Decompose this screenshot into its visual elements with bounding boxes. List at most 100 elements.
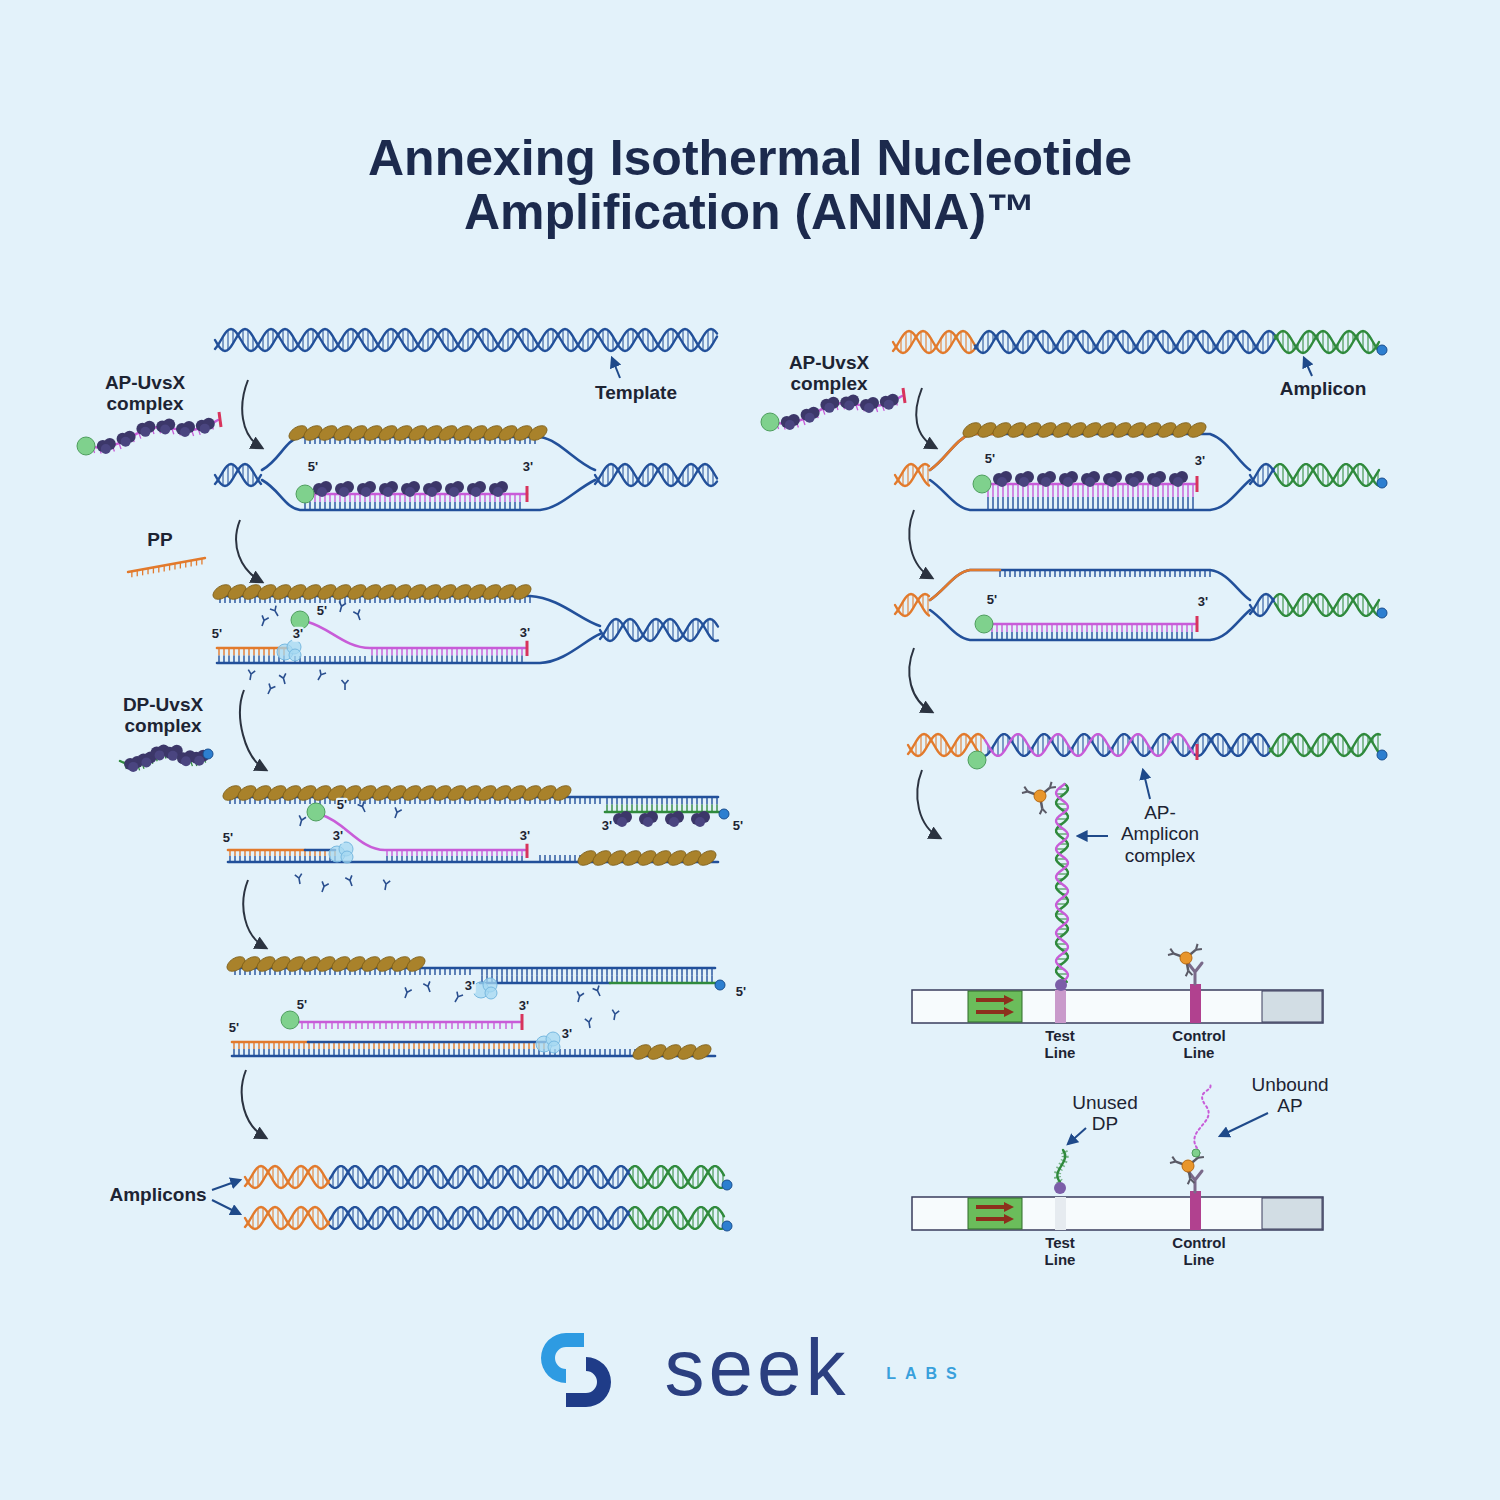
base-pair (652, 620, 653, 640)
base (1017, 497, 1018, 510)
base (1027, 484, 1028, 497)
uvsx-protein (313, 481, 332, 497)
base-pair (407, 330, 408, 350)
blocked-3-end (526, 486, 529, 502)
fluorophore-label (281, 1011, 299, 1029)
base (997, 484, 998, 497)
base (1057, 484, 1058, 497)
control-line (1190, 984, 1201, 1023)
base-pair (467, 330, 468, 350)
base-pair (1207, 334, 1208, 353)
uvsx-protein (665, 811, 684, 827)
dna-strand (245, 1166, 329, 1188)
base-pair (607, 465, 608, 485)
base-pair (577, 1167, 578, 1187)
dna-strand (930, 434, 1000, 470)
dp-uvsx-complex (120, 744, 213, 771)
base-pair (920, 735, 921, 755)
base-pair (712, 620, 713, 640)
amplicons (245, 1166, 732, 1231)
base (1122, 484, 1123, 497)
uvsx-protein (1015, 471, 1034, 487)
base-pair (1182, 737, 1183, 756)
base-pair (357, 1208, 358, 1228)
base-pair (1162, 734, 1163, 753)
base (1192, 484, 1193, 497)
uvsx-protein (401, 481, 420, 497)
template-dna (215, 329, 717, 351)
uvsx-protein (860, 397, 879, 413)
base-pair (257, 1208, 258, 1228)
base-pair (1322, 465, 1323, 485)
biotin-label (1377, 608, 1387, 618)
uvsx-protein (1147, 471, 1166, 487)
dna-strand (630, 1207, 724, 1229)
nucleotide (392, 807, 402, 819)
uvsx-protein (840, 394, 859, 410)
uvsx-recombinase (1185, 420, 1208, 441)
dna-strand (330, 1207, 630, 1229)
uvsx-protein (880, 394, 899, 410)
base-pair (1022, 737, 1023, 756)
base-pair (667, 465, 668, 485)
fluorophore-label (761, 413, 779, 431)
base-pair (677, 1208, 678, 1228)
base-pair (1282, 595, 1283, 615)
base (1012, 497, 1013, 510)
base (1172, 497, 1173, 510)
base-pair (907, 595, 908, 615)
base-pair (297, 1167, 298, 1187)
uvsx-protein (357, 481, 376, 497)
uvsx-protein (1125, 471, 1144, 487)
base (1152, 497, 1153, 510)
base (1062, 497, 1063, 510)
base-pair (1282, 734, 1283, 753)
base-pair (1082, 734, 1083, 753)
base (1162, 484, 1163, 497)
base-pair (577, 1208, 578, 1228)
base-pair (647, 465, 648, 485)
base-pair (1067, 331, 1068, 350)
base-pair (397, 1167, 398, 1187)
ap-amplicon-complex (908, 734, 1387, 769)
step-arrow (240, 690, 266, 770)
uvsx-protein (379, 481, 398, 497)
base (1187, 497, 1188, 510)
base (1032, 497, 1033, 510)
base (1092, 497, 1093, 510)
base-pair (247, 465, 248, 485)
base-pair (347, 330, 348, 350)
base-pair (707, 330, 708, 350)
nucleotide (575, 991, 584, 1002)
dna-strand (975, 331, 1275, 353)
biotin-label (203, 749, 213, 759)
base-pair (227, 330, 228, 350)
base-pair (697, 1167, 698, 1187)
step-arrow (243, 880, 266, 948)
dna-double-helix (893, 331, 1379, 353)
nucleotide (337, 601, 346, 612)
base (1187, 484, 1188, 497)
dna-strand (1270, 734, 1380, 756)
base (1182, 484, 1183, 497)
fluorophore-label (968, 751, 986, 769)
base (1172, 484, 1173, 497)
base-pair (517, 1208, 518, 1228)
dna-strand (245, 1166, 329, 1188)
nucleotide (270, 606, 281, 618)
dna-strand (308, 622, 525, 648)
leader-arrow (612, 358, 620, 378)
nucleotide (279, 673, 288, 684)
base-pair (367, 330, 368, 350)
uvsx-recombinase (550, 783, 573, 804)
nucleotide (452, 992, 463, 1004)
blocked-3-end (903, 388, 905, 403)
base-pair (1147, 331, 1148, 350)
base (1077, 484, 1078, 497)
nucleotide (593, 985, 604, 997)
base-pair (677, 1167, 678, 1187)
base (1037, 484, 1038, 497)
uvsx-protein (613, 811, 632, 827)
nucleotide (585, 1018, 594, 1029)
